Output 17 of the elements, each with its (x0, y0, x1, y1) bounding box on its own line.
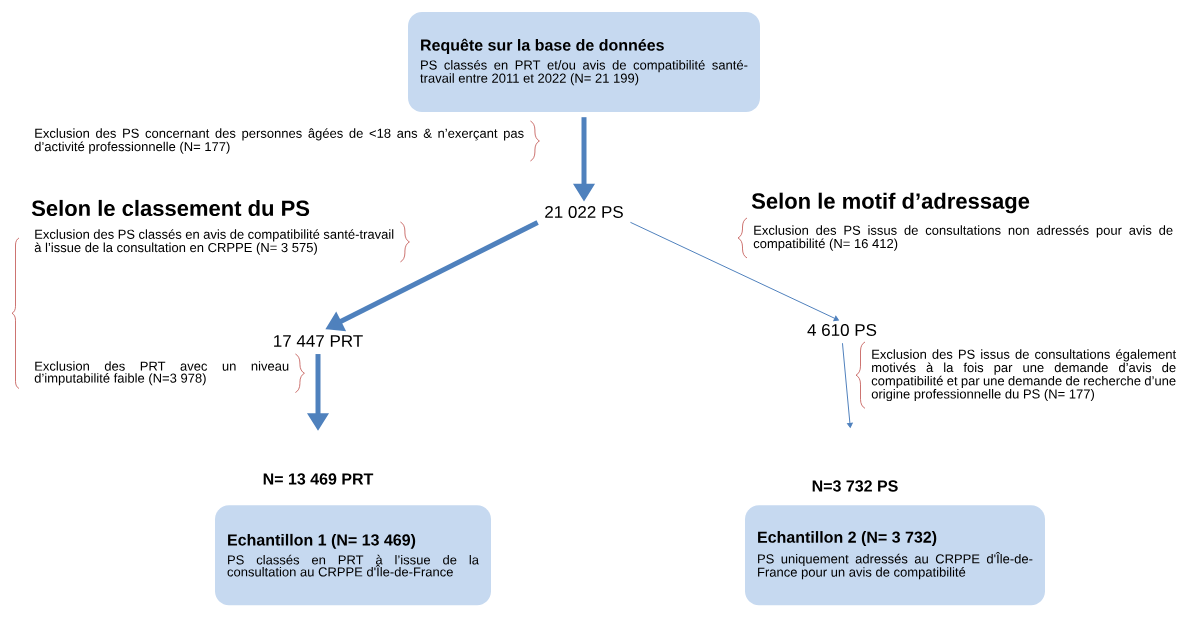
exclusion-note: Exclusion des PS concernant des personnes âgées de <18 ans & n’exerçant pas d’activité professionnelle (N= 177) (34, 128, 524, 154)
result-text: N= 13 469 PRT (263, 473, 374, 485)
section-heading: Selon le motif d’adressage (751, 192, 1030, 214)
process-box: Echantillon 2 (N= 3 732) PS uniquement adressés au CRPPE d'Île-de-France pour un avis de compatibilité (745, 505, 1045, 606)
arrow (841, 342, 853, 428)
exclusion-note: Exclusion des PS issus de consultations non adressés pour avis de compatibilité (N= 16 412) (753, 225, 1173, 251)
count-text: 17 447 PRT (274, 335, 363, 347)
exclusion-note: Exclusion des PS classés en avis de compatibilité santé-travail à l’issue de la consultation en CRPPE (N= 3 575) (34, 229, 394, 255)
process-box: Requête sur la base de données PS classés en PRT et/ou avis de compatibilité santé-travail entre 2011 et 2022 (N= 21 199) (408, 12, 760, 112)
count-text: 4 610 PS (807, 323, 877, 336)
arrow (629, 221, 839, 322)
section-heading: Selon le classement du PS (31, 199, 310, 217)
exclusion-note: Exclusion des PS issus de consultations également motivés à la fois par une demande d’avis de compatibilité et par une demande de recherche d’une origine professionnelle du PS (N= 177) (871, 349, 1177, 402)
count-text: 21 022 PS (545, 205, 623, 218)
result-text: N=3 732 PS (812, 480, 898, 492)
exclusion-note: Exclusion des PRT avec un niveau d’imputabilité faible (N=3 978) (34, 361, 289, 386)
process-box: Echantillon 1 (N= 13 469) PS classés en PRT à l’issue de la consultation au CRPPE d'Île-de-France (215, 505, 491, 606)
